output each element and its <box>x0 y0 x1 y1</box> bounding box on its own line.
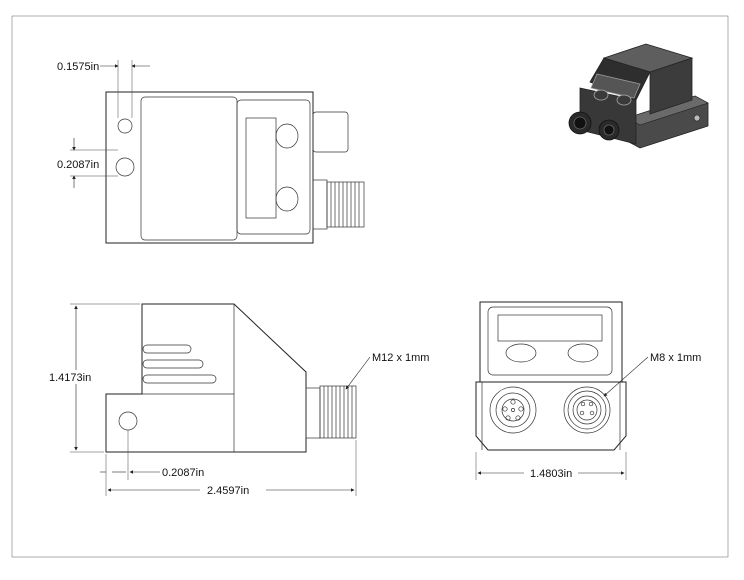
dim-hole-diameter-top: 0.1575in <box>57 61 99 73</box>
side-view-slot-2 <box>142 359 204 369</box>
front-view-display-window <box>497 314 603 342</box>
front-view-m8-connector <box>563 386 611 434</box>
side-view-body <box>105 303 307 453</box>
dim-width-front: 1.4803in <box>530 468 572 480</box>
front-view-button-right <box>567 343 599 363</box>
front-view-upper-body <box>479 301 623 383</box>
side-view-slot-1 <box>142 344 192 354</box>
top-view-hole-upper <box>117 118 133 134</box>
front-view: M8 x 1mm 1.4803in <box>475 301 701 480</box>
iso-mount-hole <box>693 114 701 122</box>
dim-hole-spacing-top: 0.2087in <box>57 159 99 171</box>
top-view-hole-lower <box>115 157 135 177</box>
dim-length: 2.4597in <box>207 485 249 497</box>
iso-button-right <box>616 94 632 106</box>
isometric-render <box>568 43 709 149</box>
top-view-m8-connector <box>312 111 349 153</box>
side-view: M12 x 1mm 1.4173in 0.2087in 2.4597in <box>49 303 429 497</box>
top-view-m12-connector <box>312 179 365 230</box>
dim-height: 1.4173in <box>49 372 91 384</box>
side-view-slot-3 <box>142 374 217 384</box>
front-view-m12-connector <box>489 386 537 434</box>
iso-button-left <box>593 89 609 101</box>
side-view-m12-connector <box>305 385 357 439</box>
top-view-button-lower <box>275 186 299 212</box>
iso-display <box>590 73 641 99</box>
callout-m8-thread: M8 x 1mm <box>650 352 701 364</box>
dim-hole-offset-side: 0.2087in <box>162 467 204 479</box>
sheet-border <box>11 15 729 558</box>
top-view-body <box>105 91 314 244</box>
front-view-button-left <box>505 343 537 363</box>
callout-m12-thread: M12 x 1mm <box>372 352 429 364</box>
top-view-button-upper <box>275 123 299 149</box>
top-view-display-window <box>245 117 277 219</box>
top-view: 0.1575in 0.2087in <box>57 60 365 244</box>
top-view-display-panel <box>236 99 311 235</box>
front-view-display-panel <box>487 306 613 376</box>
